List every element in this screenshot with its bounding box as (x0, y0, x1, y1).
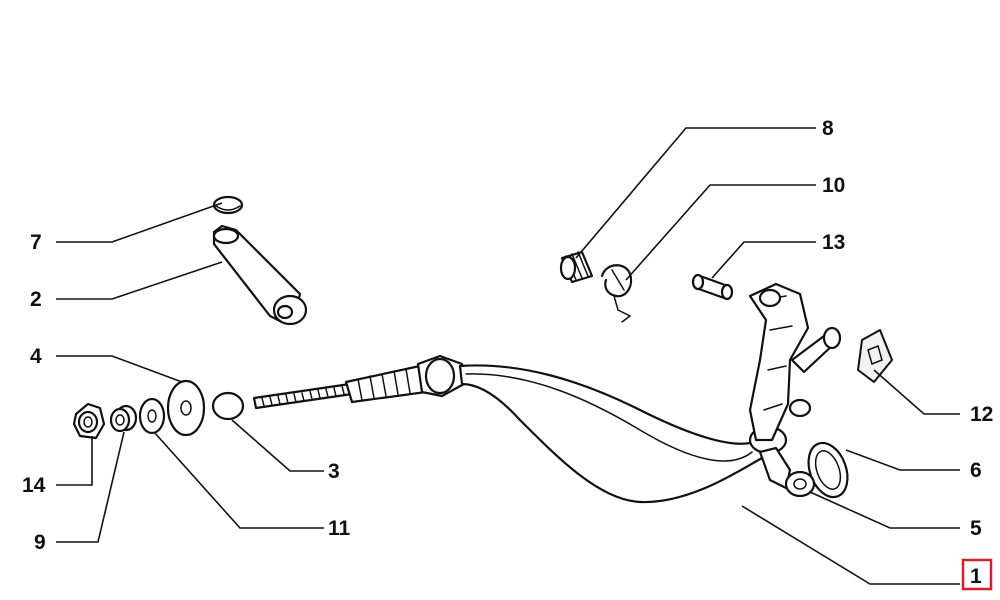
pedal-bracket (748, 282, 842, 442)
callout-7: 7 (30, 231, 42, 254)
callout-2: 2 (30, 288, 42, 311)
callout-8: 8 (822, 117, 834, 140)
part-8-spring (559, 250, 594, 284)
part-12-clip-plate (857, 329, 893, 383)
callout-13: 13 (822, 231, 845, 254)
callout-1[interactable]: 1 (970, 565, 982, 588)
callout-3: 3 (328, 460, 340, 483)
part-4-disc (166, 379, 206, 437)
callout-14: 14 (22, 474, 46, 497)
callout-10: 10 (822, 174, 845, 197)
callout-11: 11 (328, 517, 351, 540)
part-13-pin (691, 273, 734, 301)
part-5-seal (784, 470, 816, 498)
part-2-lever-arm (212, 224, 308, 326)
callout-5: 5 (970, 517, 982, 540)
part-10-clip (600, 264, 633, 323)
callout-6: 6 (970, 459, 982, 482)
part-3-grommet (211, 391, 245, 421)
callout-12: 12 (970, 403, 993, 426)
callout-4: 4 (30, 345, 42, 368)
part-1-cable (252, 354, 792, 504)
part-11-washer (138, 397, 166, 435)
callout-9: 9 (34, 531, 46, 554)
leader-lines (56, 127, 960, 585)
part-14-nut (72, 402, 106, 440)
part-9-bush (109, 404, 138, 433)
callout-labels: 7 2 4 14 9 3 11 8 10 13 12 6 5 1 (22, 117, 993, 591)
callout-1-highlight-box[interactable] (961, 558, 993, 591)
